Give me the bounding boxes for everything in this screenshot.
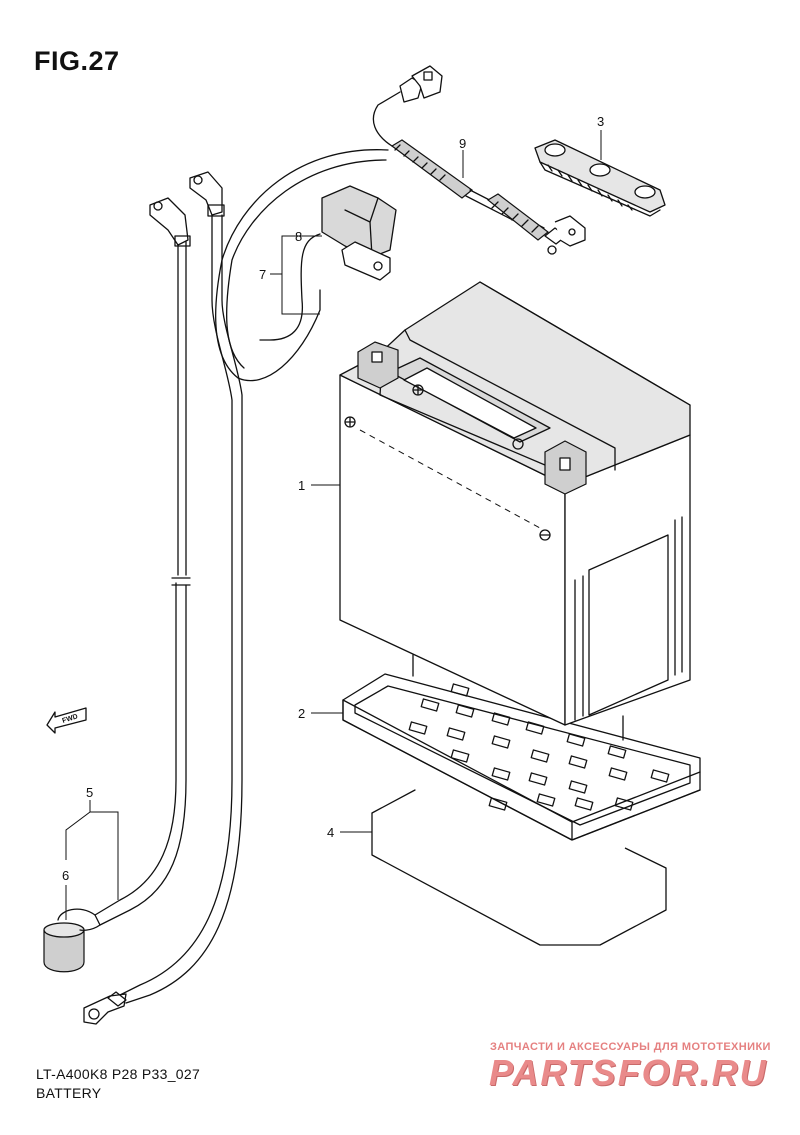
label-part-5: 5 <box>86 785 93 800</box>
battery-tray <box>342 654 701 841</box>
fwd-arrow: FWD <box>46 707 87 734</box>
label-part-4: 4 <box>327 825 334 840</box>
label-part-2: 2 <box>298 706 305 721</box>
terminal-bolt-plate <box>534 139 666 217</box>
label-part-6: 6 <box>62 868 69 883</box>
label-part-9: 9 <box>459 136 466 151</box>
model-code: LT-A400K8 P28 P33_027 <box>36 1066 201 1082</box>
fuse-harness <box>372 65 586 255</box>
fwd-label: FWD <box>61 713 78 725</box>
label-part-7: 7 <box>259 267 266 282</box>
battery-cushion-pad <box>371 789 667 946</box>
watermark-tagline: ЗАПЧАСТИ И АКСЕССУАРЫ ДЛЯ МОТОТЕХНИКИ <box>490 1041 771 1053</box>
part-number-labels: 1 2 3 4 5 6 7 8 9 <box>62 114 604 883</box>
label-part-3: 3 <box>597 114 604 129</box>
terminal-boot <box>43 908 101 973</box>
watermark-brand: PARTSFOR.RU <box>489 1052 768 1093</box>
label-part-1: 1 <box>298 478 305 493</box>
label-part-8: 8 <box>295 229 302 244</box>
figure-caption: BATTERY <box>36 1085 102 1101</box>
leader-lines <box>65 130 602 920</box>
battery <box>339 281 691 726</box>
negative-cables <box>83 171 243 1025</box>
tray-slots <box>408 683 670 811</box>
terminal-cover <box>259 185 397 341</box>
figure-title: FIG.27 <box>34 46 120 76</box>
